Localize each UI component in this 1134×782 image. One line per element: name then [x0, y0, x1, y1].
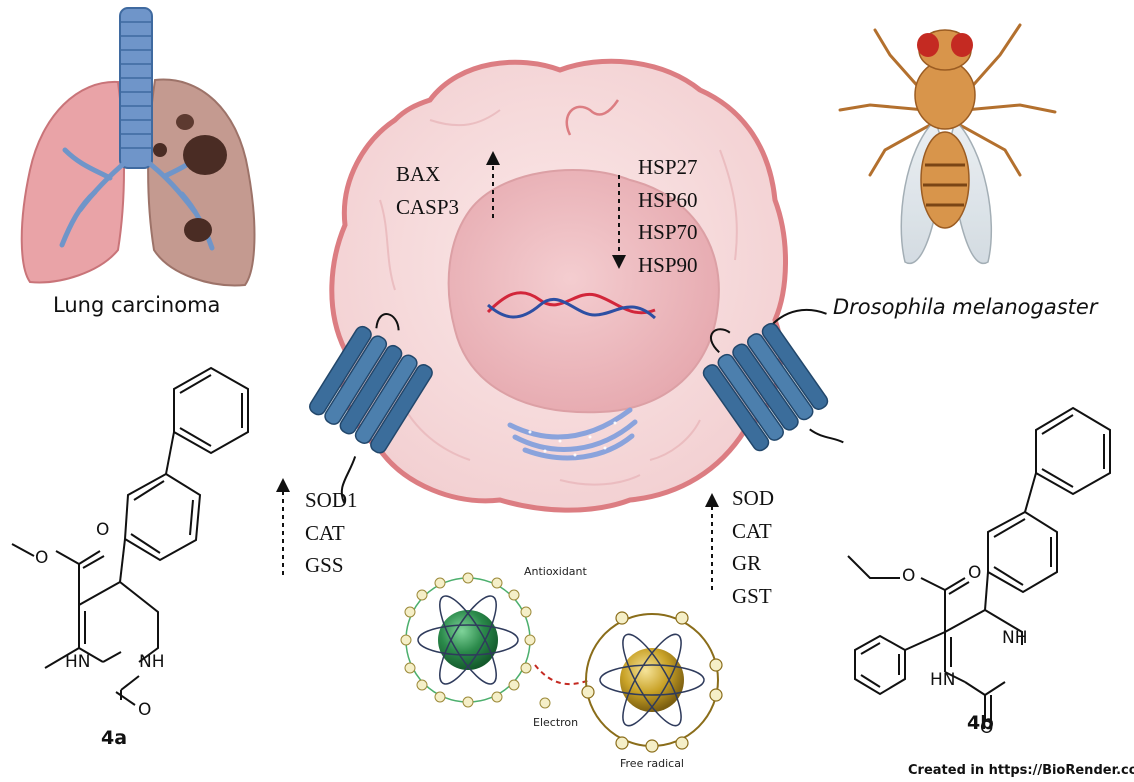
- trachea: [119, 7, 153, 169]
- atom-4a-o-ester: O: [35, 548, 49, 568]
- tumor-small: [153, 143, 167, 157]
- receptor-left: [309, 313, 433, 504]
- atom-4b-hn: HN: [930, 670, 956, 690]
- free-radical-label: Free radical: [620, 757, 684, 770]
- atom-4a-o-urea: O: [138, 700, 152, 720]
- structure-4a: [11, 366, 249, 706]
- lung-illustration: [20, 7, 256, 287]
- drosophila-label: Drosophila melanogaster: [833, 295, 1098, 319]
- drosophila-illustration: [838, 23, 1057, 265]
- marker-cat-left: CAT: [305, 520, 345, 545]
- marker-hsp90: HSP90: [638, 252, 698, 277]
- marker-gst: GST: [732, 583, 772, 608]
- marker-sod: SOD: [732, 486, 775, 510]
- right-lung: [147, 78, 256, 287]
- atom-4a-nh: NH: [139, 652, 165, 672]
- transfer-electron: [539, 697, 551, 709]
- marker-cat-right: CAT: [732, 518, 772, 543]
- fly-eye-right: [951, 33, 973, 57]
- atom-4b-nh: NH: [1002, 628, 1028, 648]
- electron-transfer-path: [534, 664, 591, 686]
- right-antioxidant-markers: SOD CAT GR GST: [732, 482, 774, 612]
- marker-hsp60: HSP60: [638, 187, 698, 212]
- receptor-right: [702, 308, 844, 452]
- marker-hsp70: HSP70: [638, 220, 698, 244]
- nucleus: [447, 169, 720, 414]
- endoplasmic-reticulum: [507, 407, 638, 461]
- tumor-large: [183, 135, 227, 175]
- tumor-medium: [184, 218, 212, 242]
- compound-4a-label: 4a: [101, 727, 128, 749]
- antioxidant-electrons: [400, 572, 536, 708]
- atom-4b-o-ester: O: [902, 566, 916, 586]
- dna-helix: [486, 291, 657, 320]
- membrane-fold: [565, 99, 620, 136]
- marker-gr: GR: [732, 551, 762, 575]
- cancer-cell: [329, 58, 788, 513]
- biorender-credit: Created in https://BioRender.com: [908, 763, 1134, 778]
- hsp-markers: HSP27 HSP60 HSP70 HSP90: [638, 151, 698, 281]
- fly-eye-left: [917, 33, 939, 57]
- free-radical-electrons: [581, 611, 723, 753]
- free-radical-atom: [585, 613, 719, 747]
- left-antioxidant-markers: SOD1 CAT GSS: [305, 484, 358, 582]
- marker-hsp27: HSP27: [638, 155, 698, 179]
- atom-4a-hn: HN: [65, 652, 91, 672]
- atom-4b-o-carbonyl: O: [968, 563, 982, 583]
- left-lung: [20, 80, 125, 284]
- compound-4b-label: 4b: [967, 712, 994, 734]
- tumor-top: [176, 114, 194, 130]
- electron-label: Electron: [533, 716, 579, 729]
- marker-sod1: SOD1: [305, 488, 358, 512]
- atom-4b-o-urea: O: [980, 718, 994, 738]
- fly-thorax: [914, 60, 976, 130]
- lung-carcinoma-label: Lung carcinoma: [53, 293, 221, 317]
- fly-abdomen: [920, 131, 970, 229]
- atom-4a-o-carbonyl: O: [96, 520, 110, 540]
- marker-casp3: CASP3: [396, 194, 460, 219]
- structure-4b: [847, 406, 1111, 720]
- antioxidant-label: Antioxidant: [524, 565, 587, 578]
- marker-gss: GSS: [305, 553, 344, 577]
- apoptosis-markers: BAX CASP3: [396, 158, 459, 223]
- marker-bax: BAX: [396, 162, 441, 186]
